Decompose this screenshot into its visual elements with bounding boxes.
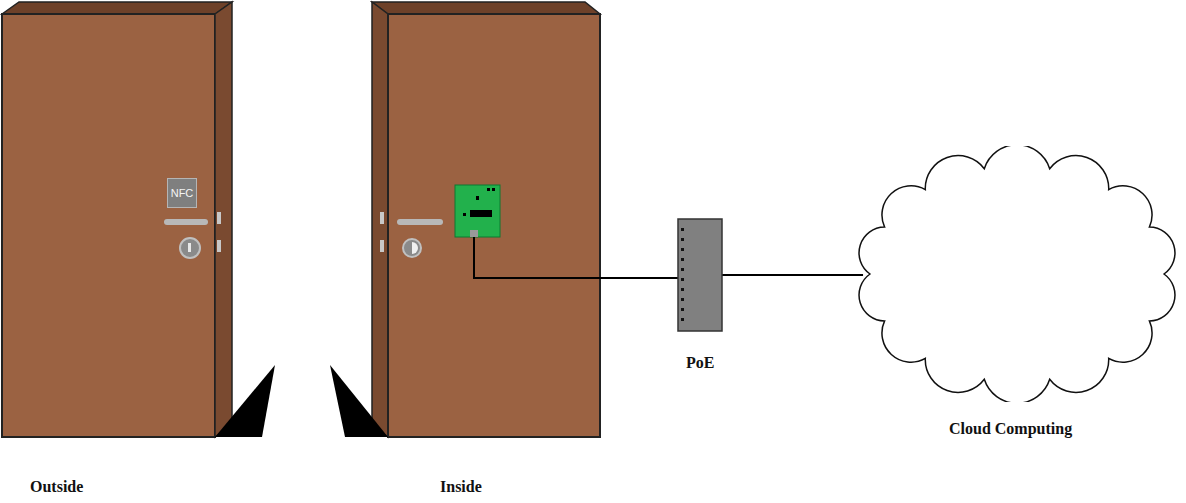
latch [217,212,221,224]
door-top [2,2,232,14]
switch-case [678,219,722,331]
cloud-outline-layer [852,146,1182,402]
poe-switch: PoE [670,218,730,380]
port [681,278,684,281]
latch [217,240,221,252]
network-link [722,274,863,276]
latch [380,212,384,224]
keyhole-slot [188,243,191,252]
latch [380,240,384,252]
door-edge [372,2,388,437]
port [681,298,684,301]
port [681,288,684,291]
thumb-turn [403,239,421,257]
keyhole [180,238,200,258]
thumb-turn-half [412,242,418,254]
port [681,258,684,261]
component [476,196,479,200]
chip [470,210,492,217]
port [681,308,684,311]
door-top [372,2,600,14]
door-handle [167,219,205,225]
cloud-outline [859,146,1175,402]
port [681,318,684,321]
component [492,188,495,191]
port [681,248,684,251]
cloud-shape: Cloud Computing [852,146,1182,462]
outside-door [2,14,215,437]
door-shadow [215,365,275,437]
component [487,188,490,191]
door-shadow [330,365,388,437]
component [463,213,466,216]
controller-board [455,185,500,237]
location-label: Outside [30,478,83,496]
port [681,238,684,241]
ethernet-cable [474,237,678,278]
location-label: Inside [440,478,482,496]
port [681,228,684,231]
door-handle [400,219,440,225]
connector-port [470,230,478,237]
inside-door [388,14,600,437]
nfc-reader: NFC [167,178,197,208]
door-edge [215,2,232,437]
switch-body [670,218,730,332]
port [681,268,684,271]
